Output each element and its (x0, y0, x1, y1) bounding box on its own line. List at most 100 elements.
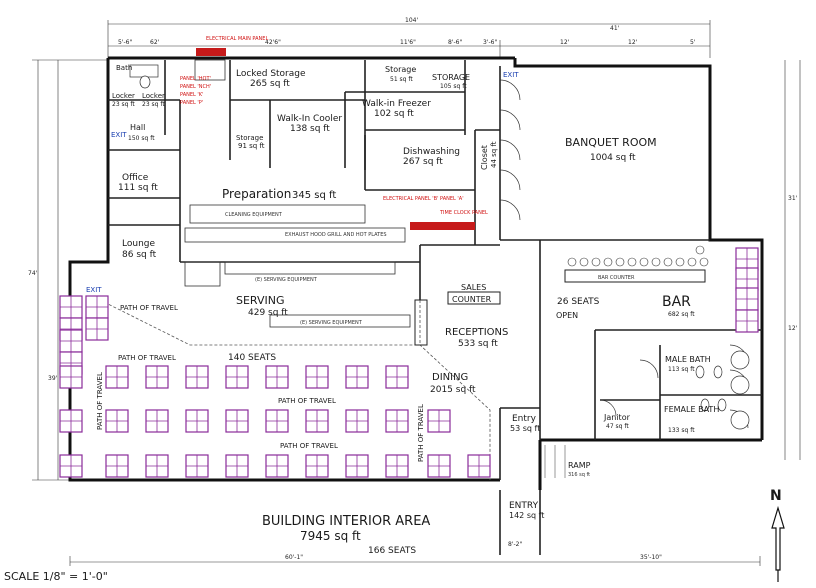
bathroom-fixtures (129, 64, 750, 430)
dim-top-5: 8'-6" (448, 39, 462, 46)
panel-p-label: PANEL 'P' (180, 100, 203, 106)
room-cooler-area: 138 sq ft (290, 124, 330, 134)
dining-table (185, 454, 209, 478)
room-female-bath-area: 133 sq ft (668, 427, 695, 434)
dining-table (59, 329, 83, 353)
room-storage-3-area: 91 sq ft (238, 142, 265, 150)
dining-table (105, 409, 129, 433)
bottom-dimension-lines (69, 556, 761, 566)
room-locker-1-name: Locker (112, 92, 135, 100)
room-preparation-name: Preparation (222, 187, 291, 201)
time-clock-label: TIME CLOCK PANEL (439, 210, 488, 216)
room-freezer-area: 102 sq ft (374, 109, 414, 119)
dining-table (145, 409, 169, 433)
dim-top-9: 12' (628, 39, 638, 46)
exit-label-2: EXIT (86, 286, 102, 294)
room-bath-name: Bath (116, 64, 132, 72)
room-locked-storage-name: Locked Storage (236, 69, 306, 79)
exterior-walls (68, 56, 764, 490)
path-of-travel-5: PATH OF TRAVEL (96, 372, 104, 430)
interior-walls (108, 60, 762, 555)
dining-table (225, 409, 249, 433)
sales-label: SALES (461, 283, 486, 292)
dining-table (59, 454, 83, 478)
dining-table (265, 365, 289, 389)
electrical-main-panel-label: ELECTRICAL MAIN PANEL (206, 36, 268, 42)
dining-table (85, 295, 109, 319)
room-bar-area: 682 sq ft (668, 311, 695, 318)
panel-k-label: PANEL 'K' (180, 92, 203, 98)
north-arrow-icon (771, 505, 785, 582)
room-banquet-area: 1004 sq ft (590, 153, 636, 163)
dim-top-4: 11'6" (400, 39, 416, 46)
dining-table (145, 365, 169, 389)
room-storage-2-area: 105 sq ft (440, 83, 467, 90)
dining-table (185, 409, 209, 433)
serving-equipment-label-2: (E) SERVING EQUIPMENT (300, 320, 363, 326)
cleaning-equipment-label: CLEANING EQUIPMENT (225, 212, 283, 218)
dining-table (735, 247, 759, 271)
room-storage-3-name: Storage (236, 134, 263, 142)
ramp-area-label: 316 sq ft (568, 472, 590, 478)
dining-table (105, 365, 129, 389)
dining-table (735, 309, 759, 333)
room-serving-area: 429 sq ft (248, 308, 288, 318)
room-entry-1-name: Entry (512, 414, 537, 424)
open-label: OPEN (556, 311, 578, 320)
dining-table (385, 409, 409, 433)
building-area-title: BUILDING INTERIOR AREA (262, 514, 430, 529)
dining-table (735, 287, 759, 311)
bar-counter-label: BAR COUNTER (598, 275, 635, 281)
dim-top-2: 62' (150, 39, 160, 46)
room-entry-2-area: 142 sq ft (509, 511, 544, 520)
room-hall-name: Hall (130, 123, 145, 132)
panel-hot-label: PANEL 'HOT' (180, 76, 211, 82)
dim-right-2: 12' (788, 325, 798, 332)
building-area-value: 7945 sq ft (300, 529, 361, 543)
room-cooler-name: Walk-In Cooler (277, 114, 342, 124)
room-dining-name: DINING (432, 372, 468, 383)
dining-table (735, 267, 759, 291)
room-dishwashing-name: Dishwashing (403, 147, 460, 157)
dim-right-1: 31' (788, 195, 798, 202)
dining-table (85, 317, 109, 341)
dining-table (225, 365, 249, 389)
dim-overall-width: 104' (405, 17, 418, 24)
room-entry-2-name: ENTRY (509, 501, 539, 511)
room-bar-name: BAR (662, 294, 691, 310)
path-of-travel-1: PATH OF TRAVEL (120, 304, 178, 312)
dining-table (145, 454, 169, 478)
dining-table (185, 365, 209, 389)
room-office-area: 111 sq ft (118, 183, 158, 193)
room-receptions-area: 533 sq ft (458, 339, 498, 349)
room-locker-1-area: 23 sq ft (112, 101, 135, 108)
room-locked-storage-area: 265 sq ft (250, 79, 290, 89)
room-male-bath-name: MALE BATH (665, 355, 711, 364)
ramp-label: RAMP (568, 461, 591, 470)
room-closet-area: 44 sq ft (490, 141, 498, 168)
dining-table (265, 454, 289, 478)
dim-top-8: 12' (560, 39, 570, 46)
side-dimension-lines (32, 59, 801, 481)
dining-table (305, 409, 329, 433)
kitchen-equipment (184, 59, 475, 328)
dim-top-1: 5'-6" (118, 39, 132, 46)
ramp-steps (544, 445, 566, 478)
room-banquet-name: BANQUET ROOM (565, 136, 657, 149)
dim-top-3: 42'6" (265, 39, 281, 46)
dining-table (59, 295, 83, 319)
path-of-travel-4: PATH OF TRAVEL (280, 442, 338, 450)
room-storage-2-name: STORAGE (432, 73, 470, 82)
exhaust-hood-label: EXHAUST HOOD GRILL AND HOT PLATES (285, 232, 387, 238)
room-serving-name: SERVING (236, 294, 285, 307)
room-entry-1-area: 53 sq ft (510, 424, 540, 433)
dim-left-2: 39' (48, 375, 58, 382)
room-freezer-name: Walk-in Freezer (362, 99, 431, 109)
room-janitor-name: Janitor (603, 413, 631, 422)
dim-bottom-2: 8'-2" (508, 541, 522, 548)
dining-table (225, 454, 249, 478)
electrical-panel-marker (196, 48, 226, 56)
counters (414, 269, 706, 346)
dining-table (467, 454, 491, 478)
